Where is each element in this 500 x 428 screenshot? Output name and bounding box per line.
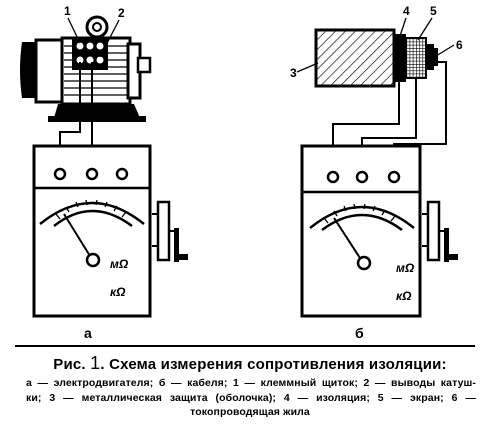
meter-a-needle (63, 213, 91, 257)
meter-b-dial (309, 205, 415, 229)
wiring-diagram: 1 2 мΩ кΩ а (20, 4, 463, 340)
meter-a-crank (174, 228, 179, 262)
meter-a-terminal-3 (115, 167, 129, 181)
callout-6: 6 (435, 38, 463, 57)
callout-1-label: 1 (64, 4, 71, 18)
meter-b-needle (333, 217, 361, 259)
callout-1: 1 (64, 4, 81, 44)
callout-4: 4 (399, 4, 410, 37)
figure-caption-title: Рис. 1. Схема измерения сопротивления из… (0, 353, 500, 374)
meter-b-terminal-1 (326, 170, 340, 184)
caption-top-rule (15, 345, 475, 347)
megohmmeter-b: мΩ кΩ (300, 144, 458, 318)
meter-a-terminal-2 (85, 167, 99, 181)
caption-figure-number: 1 (90, 353, 101, 373)
megohmmeter-a: мΩ кΩ (32, 144, 188, 318)
callout-2-label: 2 (118, 6, 125, 20)
callout-3: 3 (290, 62, 319, 80)
callout-6-label: 6 (456, 38, 463, 52)
label-a: а (84, 325, 92, 340)
meter-a-dial (39, 201, 145, 225)
meter-b-pivot (356, 255, 372, 271)
caption-prefix: Рис. (53, 356, 86, 373)
callout-4-label: 4 (403, 4, 410, 18)
label-b: б (355, 325, 364, 340)
callout-2: 2 (99, 6, 125, 58)
caption-legend-line-2: ки; 3 — металлическая защита (оболочка);… (26, 392, 476, 404)
cable-specimen (314, 28, 438, 88)
electric-motor (20, 15, 152, 122)
meter-a-terminal-1 (53, 167, 67, 181)
meter-b-terminal-3 (387, 170, 401, 184)
caption-legend-line-1: а — электродвигателя; б — кабеля; 1 — кл… (26, 377, 476, 389)
meter-b-crank (444, 228, 449, 262)
meter-b-terminal-2 (355, 170, 369, 184)
callout-3-label: 3 (290, 66, 297, 80)
terminal-box (72, 38, 108, 70)
meter-b-range-mohm: мΩ (396, 261, 415, 275)
callout-5: 5 (417, 4, 437, 41)
meter-b-range-kohm: кΩ (396, 289, 412, 303)
callout-5-label: 5 (430, 4, 437, 18)
caption-legend-line-3: токопроводящая жила (190, 406, 310, 418)
caption-title-text: . Схема измерения сопротивления изоляции… (100, 356, 447, 373)
meter-a-range-mohm: мΩ (110, 257, 129, 271)
meter-a-range-kohm: кΩ (110, 285, 126, 299)
meter-a-pivot (85, 252, 101, 268)
